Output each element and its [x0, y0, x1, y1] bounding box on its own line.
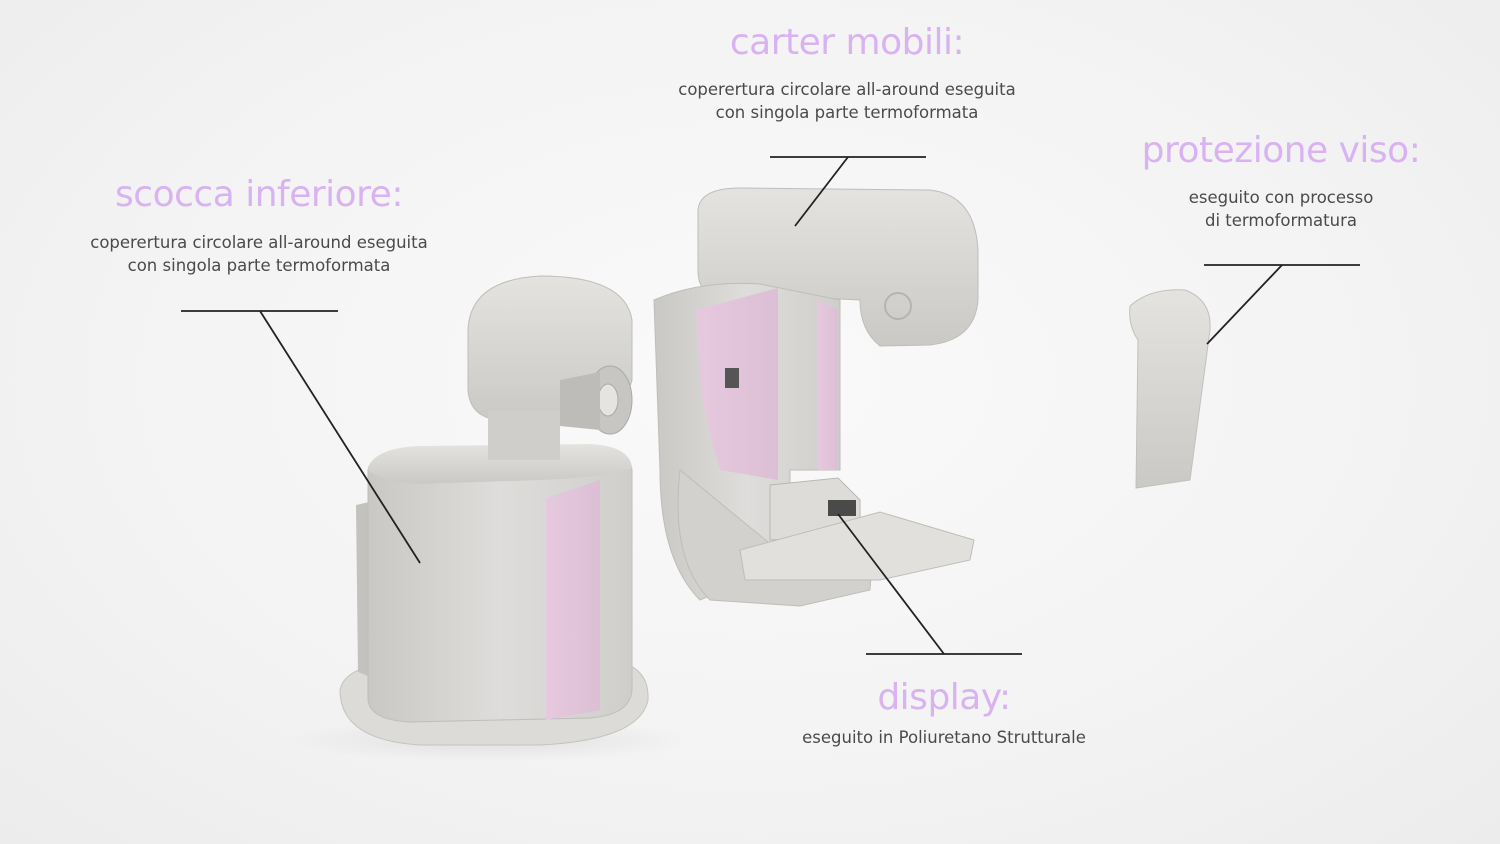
carter-description: copererturа circolare all-around eseguit… — [647, 78, 1047, 124]
scocca-title: scocca inferiore: — [115, 174, 403, 215]
lower-body-part — [290, 275, 690, 762]
scocca-desc-line1: copererturа circolare all-around eseguit… — [90, 233, 428, 252]
carter-desc-line2: con singola parte termoformata — [715, 103, 979, 122]
display-desc-line1: eseguito in Poliuretano Strutturale — [802, 728, 1086, 747]
protezione-description: eseguito con processo di termoformatura — [1101, 186, 1461, 232]
scocca-description: copererturа circolare all-around eseguit… — [59, 231, 459, 277]
carter-title: carter mobili: — [729, 22, 965, 63]
carter-desc-line1: copererturа circolare all-around eseguit… — [678, 80, 1016, 99]
display-title: display: — [877, 677, 1011, 718]
protezione-title: protezione viso: — [1141, 130, 1421, 171]
c-arm-part — [653, 187, 979, 607]
scocca-desc-line2: con singola parte termoformata — [127, 256, 391, 275]
display-description: eseguito in Poliuretano Strutturale — [744, 726, 1144, 749]
face-shield-part — [1129, 289, 1211, 489]
protezione-desc-line2: di termoformatura — [1205, 211, 1357, 230]
protezione-desc-line1: eseguito con processo — [1188, 188, 1374, 207]
leader-lines — [181, 156, 1360, 655]
